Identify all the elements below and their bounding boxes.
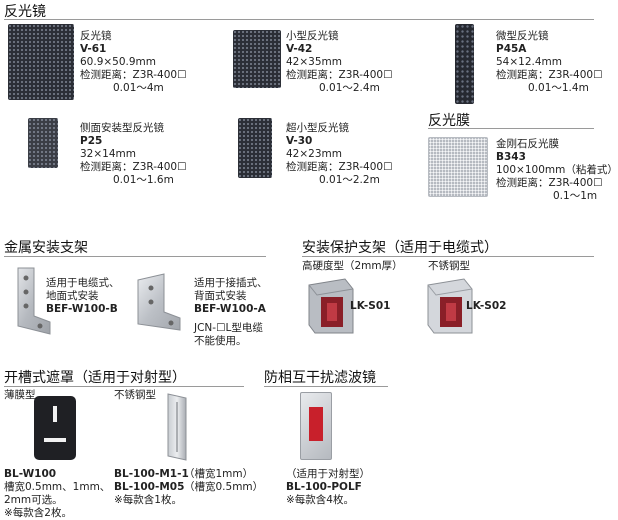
product-model: LK-S02	[466, 300, 507, 312]
product-model: BL-100-M1-1	[114, 468, 189, 480]
section-title-reflectors: 反光镜	[4, 4, 46, 20]
product-model: LK-S01	[350, 300, 391, 312]
product-size: 32×14mm	[80, 148, 136, 160]
section-divider	[264, 386, 388, 387]
product-distance: 0.01～2.2m	[319, 174, 380, 186]
protect-type: 高硬度型（2mm厚）	[302, 260, 403, 272]
section-divider	[4, 19, 594, 20]
product-size: 42×23mm	[286, 148, 342, 160]
product-distance: 0.01～1.4m	[528, 82, 589, 94]
section-title-brackets: 金属安装支架	[4, 240, 88, 256]
reflector-v30-image	[238, 118, 272, 178]
product-model: V-42	[286, 43, 313, 55]
slit-note: ※每款含2枚。	[4, 507, 72, 519]
bracket-a-image	[137, 273, 181, 331]
product-model: P45A	[496, 43, 527, 55]
section-divider	[302, 256, 594, 257]
product-distance-label: 检测距离：Z3R-400☐	[80, 69, 187, 81]
product-name: 超小型反光镜	[286, 122, 349, 134]
bracket-desc: 地面式安装	[46, 290, 99, 302]
product-size: 60.9×50.9mm	[80, 56, 157, 68]
bracket-desc: 背面式安装	[194, 290, 247, 302]
section-divider	[4, 256, 266, 257]
product-name: 微型反光镜	[496, 30, 549, 42]
product-model: B343	[496, 151, 526, 163]
product-name: 侧面安装型反光镜	[80, 122, 164, 134]
product-model: V-61	[80, 43, 107, 55]
protect-lks01-image	[308, 278, 354, 334]
filter-note: ※每款含4枚。	[286, 494, 354, 506]
slit-type: 不锈钢型	[114, 389, 156, 401]
protect-lks02-image	[427, 278, 473, 334]
product-distance: 0.01～1.6m	[113, 174, 174, 186]
product-model: BL-100-POLF	[286, 481, 362, 493]
reflector-p45a-image	[455, 24, 474, 104]
product-model: BEF-W100-A	[194, 303, 266, 315]
product-size: 42×35mm	[286, 56, 342, 68]
slit-type: 薄膜型	[4, 389, 36, 401]
reflector-v42-image	[233, 30, 281, 88]
slit-width: （槽宽1mm）	[184, 468, 254, 480]
slit-film-mask-image	[34, 396, 76, 460]
section-title-filter: 防相互干扰滤波镜	[264, 370, 376, 386]
product-distance: 0.1～1m	[553, 190, 598, 202]
product-distance: 0.01～4m	[113, 82, 164, 94]
product-distance-label: 检测距离：Z3R-400☐	[496, 69, 603, 81]
product-size: 100×100mm（粘着式）	[496, 164, 618, 176]
slit-width: （槽宽0.5mm）	[184, 481, 264, 493]
product-distance-label: 检测距离：Z3R-400☐	[286, 69, 393, 81]
reflector-v61-image	[8, 24, 74, 100]
product-name: 反光镜	[80, 30, 112, 42]
section-divider	[428, 128, 594, 129]
product-model: BL-W100	[4, 468, 57, 480]
product-size: 54×12.4mm	[496, 56, 562, 68]
product-model: BL-100-M05	[114, 481, 185, 493]
bracket-note: JCN-☐L型电缆	[194, 322, 263, 334]
bracket-desc: 适用于接插式、	[194, 277, 268, 289]
reflector-p25-image	[28, 118, 58, 168]
product-distance-label: 检测距离：Z3R-400☐	[80, 161, 187, 173]
bracket-note: 不能使用。	[194, 335, 247, 347]
product-model: P25	[80, 135, 103, 147]
product-distance: 0.01～2.4m	[319, 82, 380, 94]
slit-note: ※每款含1枚。	[114, 494, 182, 506]
product-distance-label: 检测距离：Z3R-400☐	[496, 177, 603, 189]
product-distance-label: 检测距离：Z3R-400☐	[286, 161, 393, 173]
product-model: BEF-W100-B	[46, 303, 118, 315]
filter-desc: （适用于对射型）	[286, 468, 370, 480]
protect-type: 不锈钢型	[428, 260, 470, 272]
section-title-film: 反光膜	[428, 113, 470, 129]
filter-image	[300, 392, 332, 460]
bracket-desc: 适用于电缆式、	[46, 277, 120, 289]
slit-desc: 槽宽0.5mm、1mm、	[4, 481, 111, 493]
reflective-film-image	[428, 137, 488, 197]
product-name: 金刚石反光膜	[496, 138, 559, 150]
bracket-b-image	[17, 267, 51, 335]
section-divider	[4, 386, 244, 387]
product-name: 小型反光镜	[286, 30, 339, 42]
slit-steel-mask-image	[167, 393, 187, 461]
section-title-protect: 安装保护支架（适用于电缆式）	[302, 240, 498, 256]
slit-desc: 2mm可选。	[4, 494, 63, 506]
section-title-slit: 开槽式遮罩（适用于对射型）	[4, 370, 186, 386]
product-model: V-30	[286, 135, 313, 147]
